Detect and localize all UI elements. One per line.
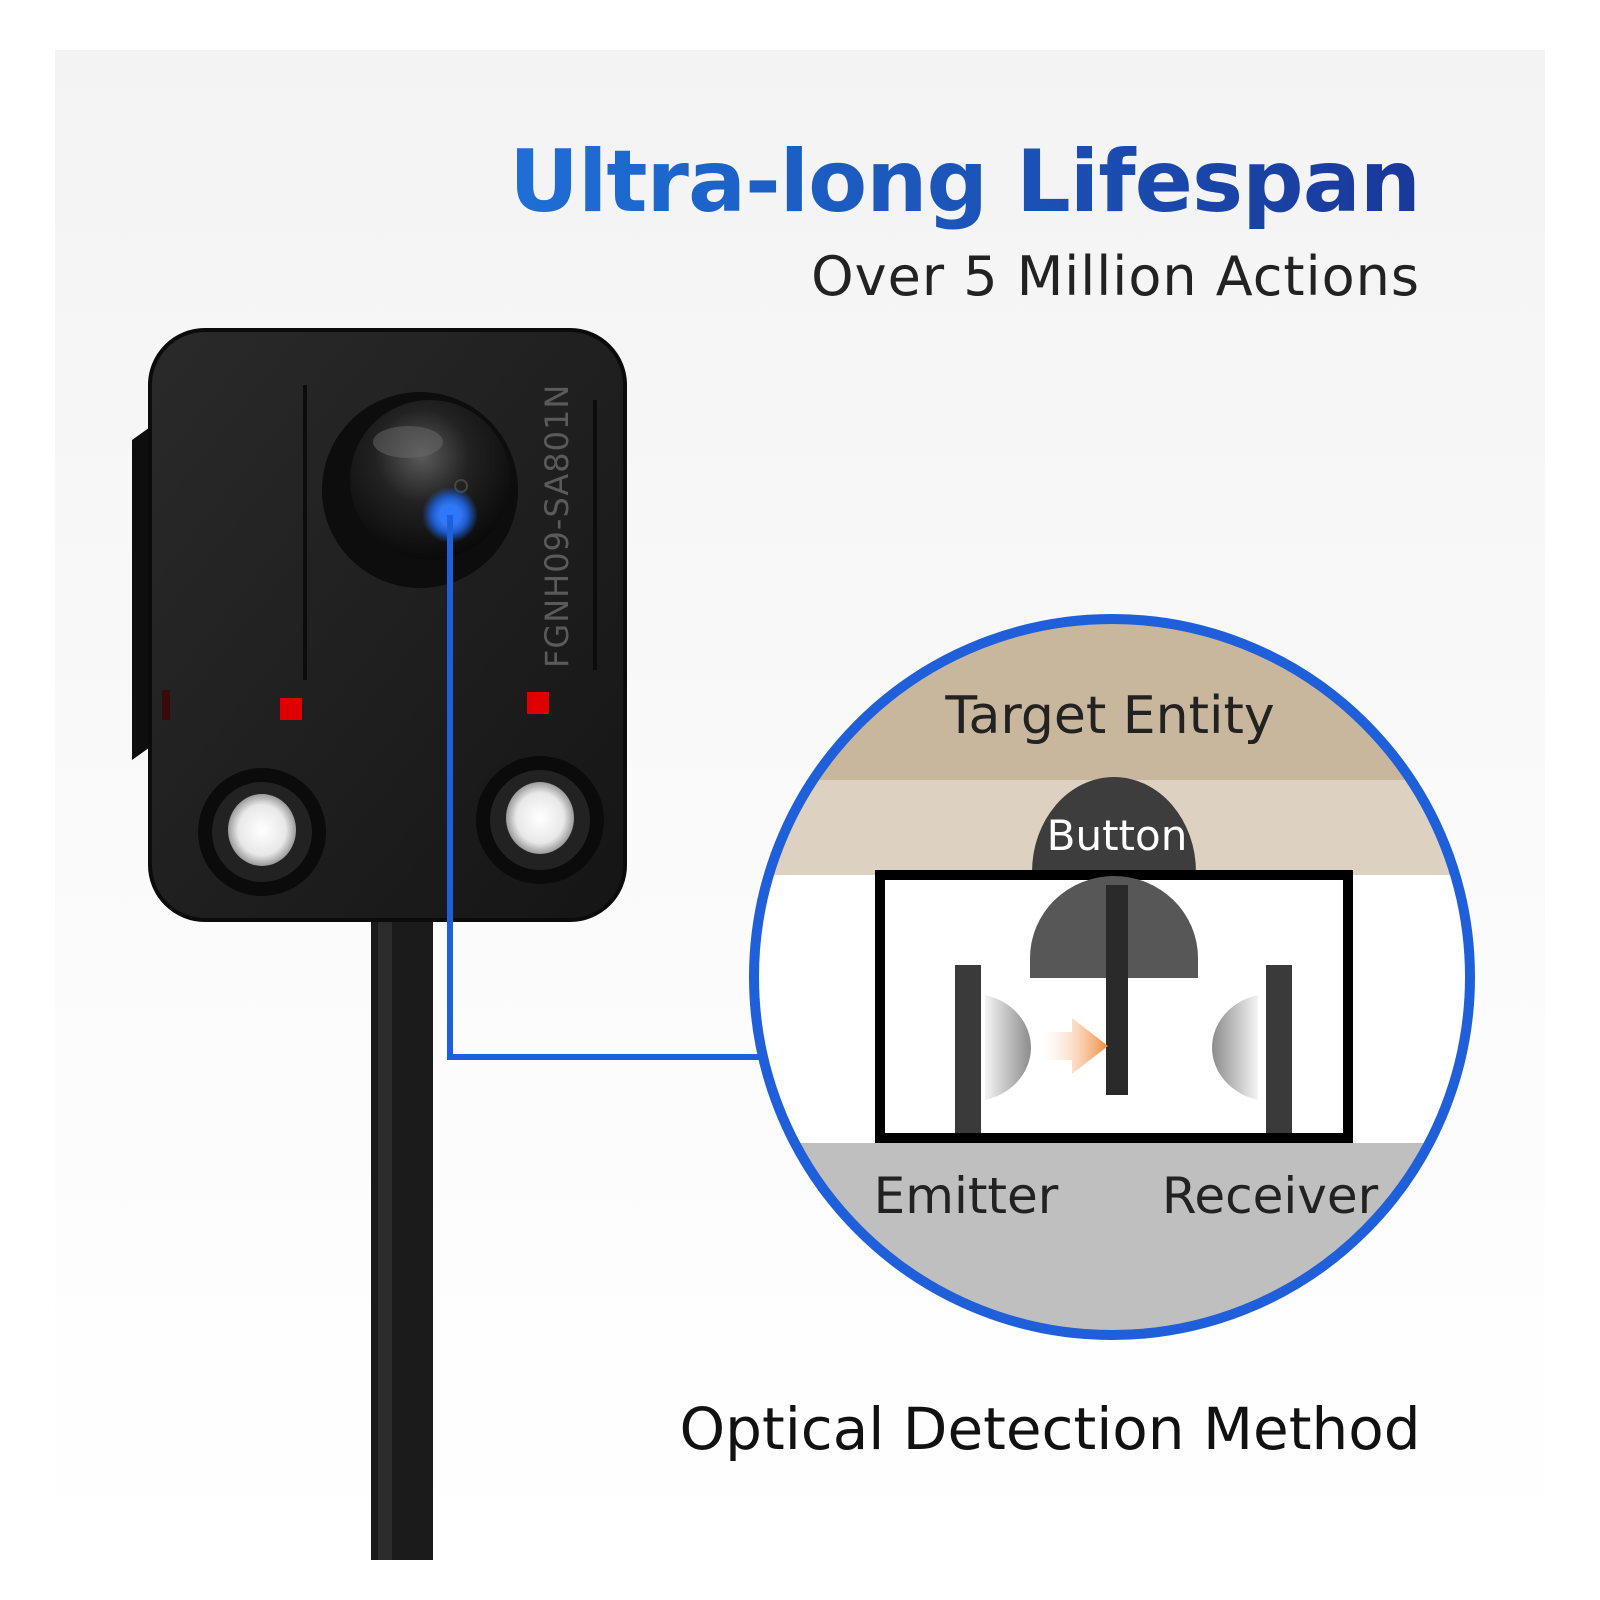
emitter-lens <box>985 995 1031 1100</box>
sensor-model-label: FGNH09-SA801N <box>538 384 576 668</box>
method-caption: Optical Detection Method <box>679 1395 1421 1463</box>
button-dome <box>1032 777 1196 872</box>
emitter-post <box>955 965 981 1133</box>
receiver-lens <box>1212 995 1258 1100</box>
target-entity-label: Target Entity <box>944 686 1274 746</box>
detail-circle-border <box>749 614 1475 1340</box>
indicator-led-right <box>527 692 549 714</box>
receiver-post <box>1266 965 1292 1133</box>
emitter-label: Emitter <box>874 1167 1059 1225</box>
headline-title: Ultra-long Lifespan <box>509 132 1421 232</box>
detail-circle: Target Entity Button Emitter Receiver <box>749 614 1475 1340</box>
arrow-right-icon <box>1040 1018 1108 1074</box>
headline-subtitle: Over 5 Million Actions <box>811 245 1420 308</box>
callout-line <box>447 515 760 1060</box>
sensor-lens <box>322 392 518 588</box>
housing-frame <box>875 870 1353 1143</box>
button-label: Button <box>1047 811 1188 860</box>
mounting-hole-left <box>198 768 326 896</box>
indicator-led-left <box>280 698 302 720</box>
receiver-label: Receiver <box>1162 1167 1379 1225</box>
mounting-hole-right <box>476 756 604 884</box>
plunger-shutter <box>1106 885 1128 1095</box>
